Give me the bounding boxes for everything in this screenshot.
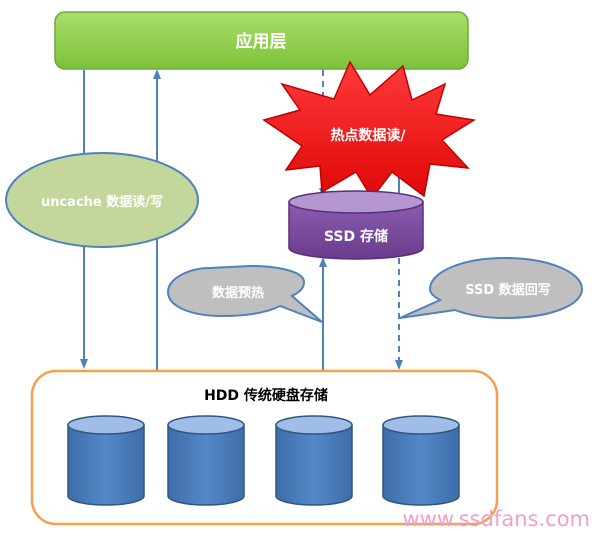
prefetch-label: 数据预热 — [212, 285, 264, 301]
hdd-disk-3 — [275, 415, 353, 506]
app-layer: 应用层 — [54, 11, 469, 70]
hdd-disk-2 — [167, 415, 245, 506]
writeback-bubble: SSD 数据回写 — [399, 256, 584, 320]
prefetch-bubble: 数据预热 — [166, 264, 323, 323]
writeback-label: SSD 数据回写 — [465, 282, 550, 298]
uncache-ellipse: uncache 数据读/写 — [5, 152, 199, 248]
hotspot-star: 热点数据读/ — [262, 60, 477, 200]
hdd-container: HDD 传统硬盘存储 — [30, 369, 499, 526]
app-layer-label: 应用层 — [236, 31, 287, 52]
watermark: www.ssdfans.com — [402, 507, 590, 531]
ssd-cylinder: SSD 存储 — [288, 190, 424, 260]
hdd-disk-1 — [67, 415, 145, 506]
ssd-label: SSD 存储 — [324, 228, 388, 245]
hdd-disk-4 — [382, 415, 460, 506]
hotspot-label: 热点数据读/ — [330, 127, 406, 144]
uncache-label: uncache 数据读/写 — [41, 194, 163, 210]
hdd-label: HDD 传统硬盘存储 — [204, 387, 328, 404]
